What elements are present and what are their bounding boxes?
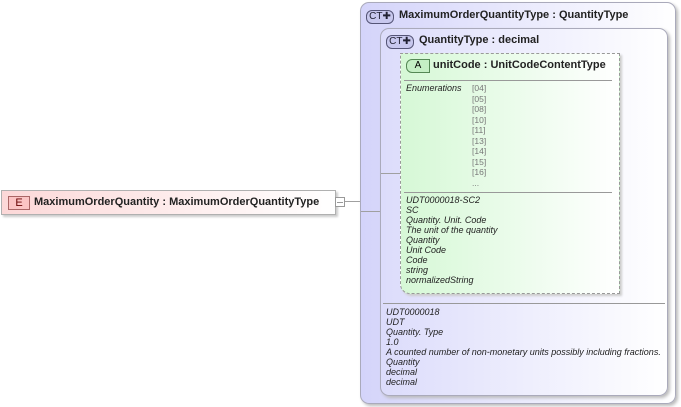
enumeration-value: [14] [472,146,487,156]
annotation-line: UDT0000018 [386,307,440,317]
element-title: MaximumOrderQuantity : MaximumOrderQuant… [34,196,319,208]
enumeration-value: [16] [472,167,487,177]
annotation-line: Quantity. Type [386,327,444,337]
enumeration-value: [08] [472,104,487,114]
annotation-line: decimal [386,367,418,377]
annotation-line: string [406,265,429,275]
attribute-title: unitCode : UnitCodeContentType [433,59,606,71]
element-name: MaximumOrderQuantity [34,196,160,208]
annotation-line: UDT [386,317,405,327]
annotation-line: UDT0000018-SC2 [406,195,481,205]
enumeration-value: [15] [472,156,487,167]
connector-line [343,201,360,202]
enumeration-value: [10] [472,114,487,125]
enumeration-list: [04][05][08][10][11][13][14][15][16]... [472,83,486,188]
enumeration-value: [11] [472,125,486,135]
divider [404,80,612,81]
separator: : [159,196,170,208]
connector-line [361,211,380,212]
annotation-line: normalizedString [406,275,474,285]
divider [383,303,665,304]
enumerations-label: Enumerations [406,83,462,93]
complex-type-badge: CT✚ [386,35,414,49]
annotation-line: Quantity [406,235,440,245]
annotation-line: decimal [386,377,418,387]
element-maximum-order-quantity[interactable]: E MaximumOrderQuantity : MaximumOrderQua… [1,190,336,215]
attribute-badge: A [406,59,430,73]
enumeration-value: ... [472,177,480,188]
annotation-line: The unit of the quantity [406,225,498,235]
complex-type-title: QuantityType : decimal [419,34,540,46]
enumeration-value: [04] [472,83,487,93]
annotation-line: Code [406,255,428,265]
enumeration-value: [05] [472,93,487,104]
enumeration-value: [13] [472,135,487,146]
connector-line [381,173,400,174]
collapse-toggle[interactable] [335,197,345,207]
annotation-line: A counted number of non-monetary units p… [386,347,661,357]
annotation-line: 1.0 [386,337,399,347]
complex-type-badge: CT✚ [366,10,394,24]
annotation-line: Quantity. Unit. Code [406,215,487,225]
annotation-line: Unit Code [406,245,447,255]
element-type: MaximumOrderQuantityType [169,196,320,208]
attribute-unit-code[interactable]: A unitCode : UnitCodeContentType Enumera… [400,53,620,294]
divider [404,192,612,193]
annotation-line: SC [406,205,419,215]
annotation-line: Quantity [386,357,420,367]
element-badge: E [8,196,30,210]
complex-type-title: MaximumOrderQuantityType : QuantityType [399,9,629,21]
